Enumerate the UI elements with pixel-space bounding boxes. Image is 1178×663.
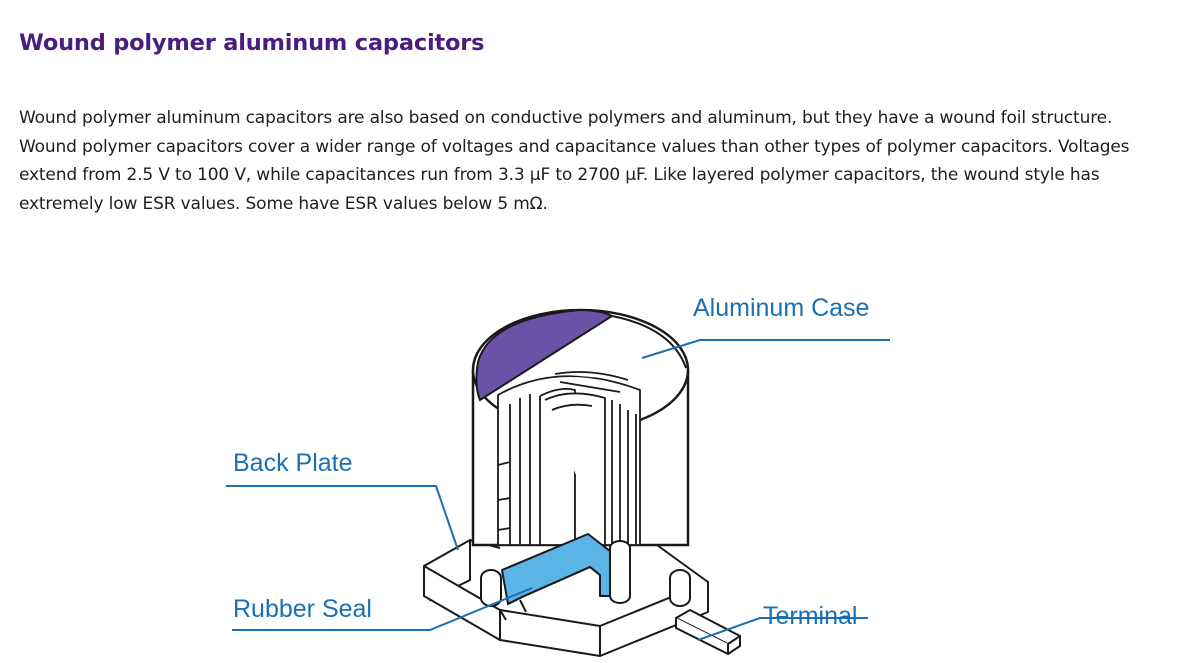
back-plate-label: Back Plate [233, 449, 353, 477]
terminal-label: Terminal [763, 602, 857, 630]
leader-lines [226, 339, 890, 641]
aluminum-case-label: Aluminum Case [693, 294, 869, 322]
article-paragraph: Wound polymer aluminum capacitors are al… [19, 108, 1130, 215]
terminal-leader [697, 617, 868, 641]
article-heading: Wound polymer aluminum capacitors [19, 30, 485, 56]
aluminum-case-leader [641, 339, 890, 359]
rubber-seal-leader [232, 587, 533, 631]
wound-foil-cutaway [497, 371, 641, 546]
rubber-seal-label: Rubber Seal [233, 595, 372, 623]
terminal-stubs [480, 540, 691, 607]
rubber-seal [501, 533, 629, 605]
top-cap [475, 308, 687, 402]
back-plate-leader [226, 485, 459, 551]
